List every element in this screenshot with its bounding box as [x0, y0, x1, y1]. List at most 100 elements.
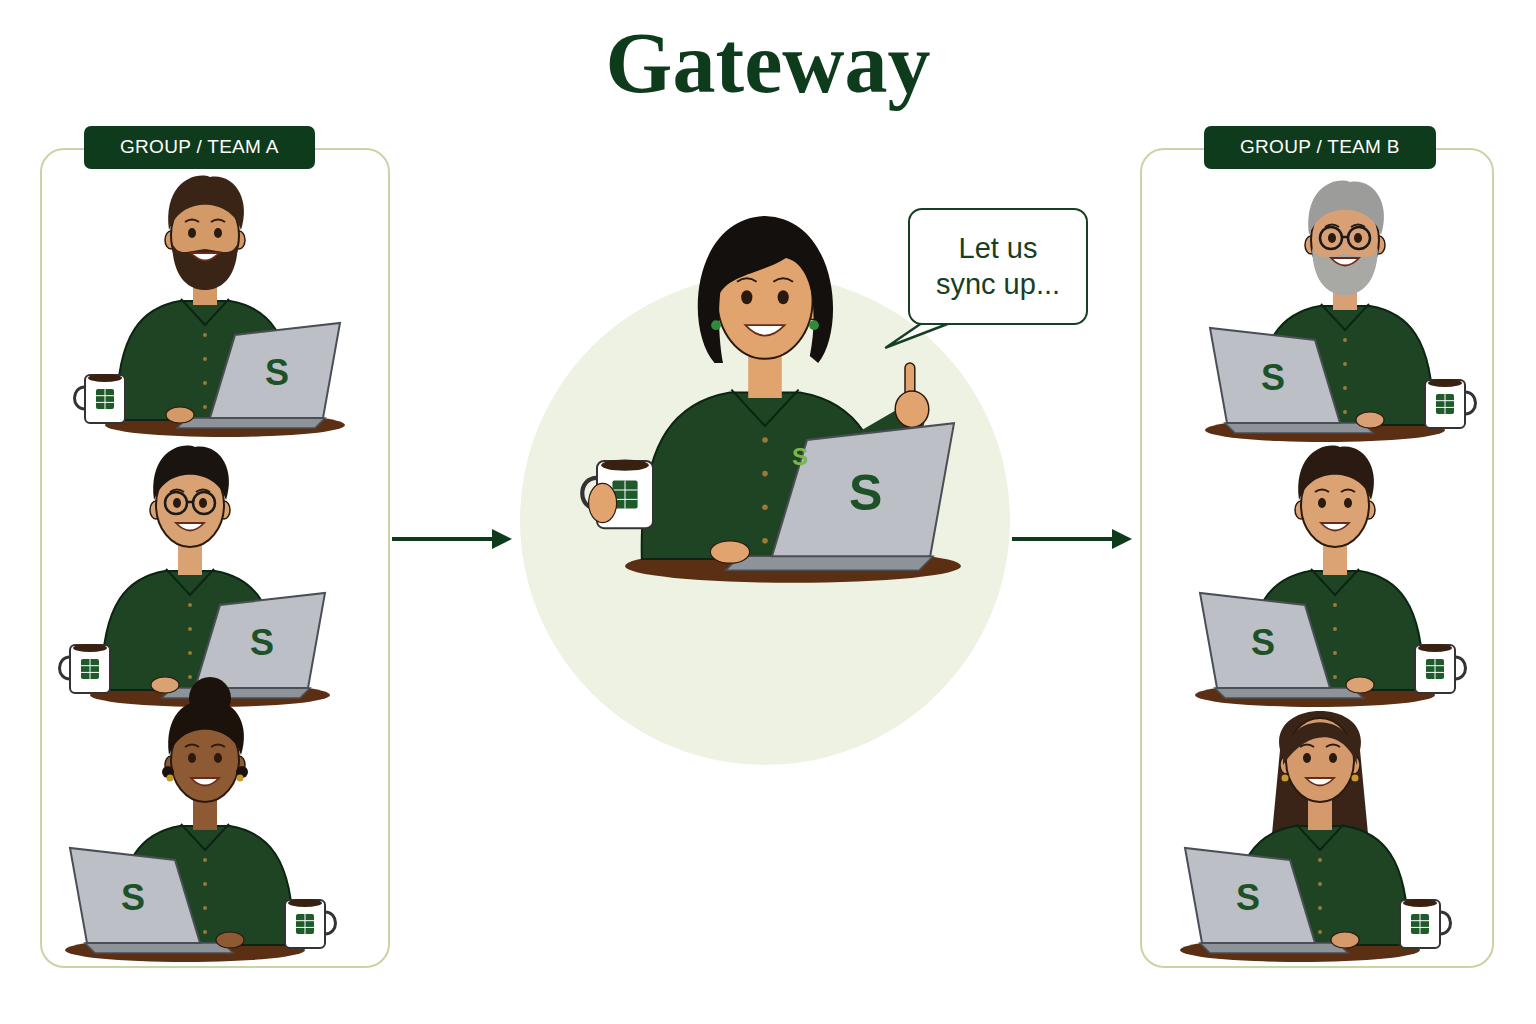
earring [809, 320, 819, 330]
arrowhead [1112, 529, 1132, 549]
hand [710, 541, 749, 563]
coffee [1403, 899, 1437, 907]
hand [589, 483, 617, 522]
group-heading: GROUP / TEAM B [1204, 126, 1436, 169]
shirt-button [1318, 882, 1322, 886]
mug-icon [96, 389, 114, 409]
connector-line [1012, 537, 1116, 541]
mug-handle [1440, 912, 1451, 934]
shirt-button [188, 675, 192, 679]
shirt-button [203, 333, 207, 337]
shirt-button [762, 437, 768, 443]
eye [199, 498, 207, 508]
eye [741, 290, 752, 304]
person-figure [75, 176, 346, 437]
group-box: GROUP / TEAM A [40, 148, 390, 968]
person-figure [65, 677, 336, 962]
shirt-button [1343, 362, 1347, 366]
collar [181, 824, 229, 850]
laptop-base [177, 418, 325, 428]
collar [181, 299, 229, 325]
shirt-button [1333, 603, 1337, 607]
earring [1282, 775, 1289, 782]
laptop-base [1225, 423, 1373, 433]
shirt-button [762, 471, 768, 477]
connector-arrow [1012, 529, 1132, 549]
eye [1318, 498, 1326, 508]
laptop-lid [195, 593, 325, 688]
shirt-button [203, 357, 207, 361]
eye [1329, 753, 1337, 763]
arrowhead [492, 529, 512, 549]
laptop-base [1200, 943, 1348, 953]
shirt-button [203, 906, 207, 910]
laptop-lid [1200, 593, 1330, 688]
mug-icon [296, 914, 314, 934]
smile [191, 778, 219, 786]
eye [1354, 233, 1362, 243]
mug [1425, 380, 1465, 428]
smile [191, 253, 219, 261]
brow [1341, 490, 1355, 493]
person-figure [1205, 181, 1476, 442]
hair-bun [189, 677, 231, 719]
connector-arrow [392, 529, 512, 549]
group-box: GROUP / TEAM B [1140, 148, 1494, 968]
smile [1306, 778, 1334, 786]
laptop-logo: S [1218, 880, 1278, 916]
coffee [88, 374, 122, 382]
coffee [1428, 379, 1462, 387]
mug-icon-grid [90, 659, 91, 679]
shirt-button [762, 538, 768, 544]
mug-icon-grid [305, 914, 306, 934]
earring [1352, 775, 1359, 782]
shirt-button [188, 627, 192, 631]
mug-icon-grid [1445, 394, 1446, 414]
gateway-hub: Let us sync up... [520, 275, 1010, 765]
shirt-button [188, 603, 192, 607]
laptop-lid [70, 848, 200, 943]
earring [711, 320, 721, 330]
mug-icon [81, 659, 99, 679]
mug [70, 645, 110, 693]
hair [1298, 446, 1374, 500]
laptop-logo: S [232, 625, 292, 661]
mug-handle [1465, 392, 1476, 414]
person-figure [582, 216, 961, 583]
hand [151, 677, 179, 693]
mug [85, 375, 125, 423]
eye [214, 753, 222, 763]
hair [1283, 722, 1357, 765]
beard [172, 243, 238, 290]
brow [185, 745, 199, 748]
glasses [1320, 227, 1342, 249]
shirt-button [203, 381, 207, 385]
eye [188, 753, 196, 763]
hair [1308, 181, 1384, 235]
hand [1346, 677, 1374, 693]
mug-icon [1436, 394, 1454, 414]
brow [773, 278, 793, 282]
mug-icon-grid [1420, 914, 1421, 934]
laptop-logo: S [247, 355, 307, 391]
laptop-lid [210, 323, 340, 418]
eye [778, 290, 789, 304]
mug [285, 900, 325, 948]
coffee [288, 899, 322, 907]
eye [1344, 498, 1352, 508]
collar [166, 569, 214, 595]
brow [211, 745, 225, 748]
shirt-button [1333, 627, 1337, 631]
collar [1321, 304, 1369, 330]
hair [153, 446, 229, 500]
brow [737, 278, 757, 282]
mug [1400, 900, 1440, 948]
shirt-button [203, 858, 207, 862]
glasses [165, 492, 187, 514]
mug [1415, 645, 1455, 693]
eye [214, 228, 222, 238]
laptop-lid [772, 423, 954, 556]
glasses [1348, 227, 1370, 249]
shirt-button [1343, 410, 1347, 414]
